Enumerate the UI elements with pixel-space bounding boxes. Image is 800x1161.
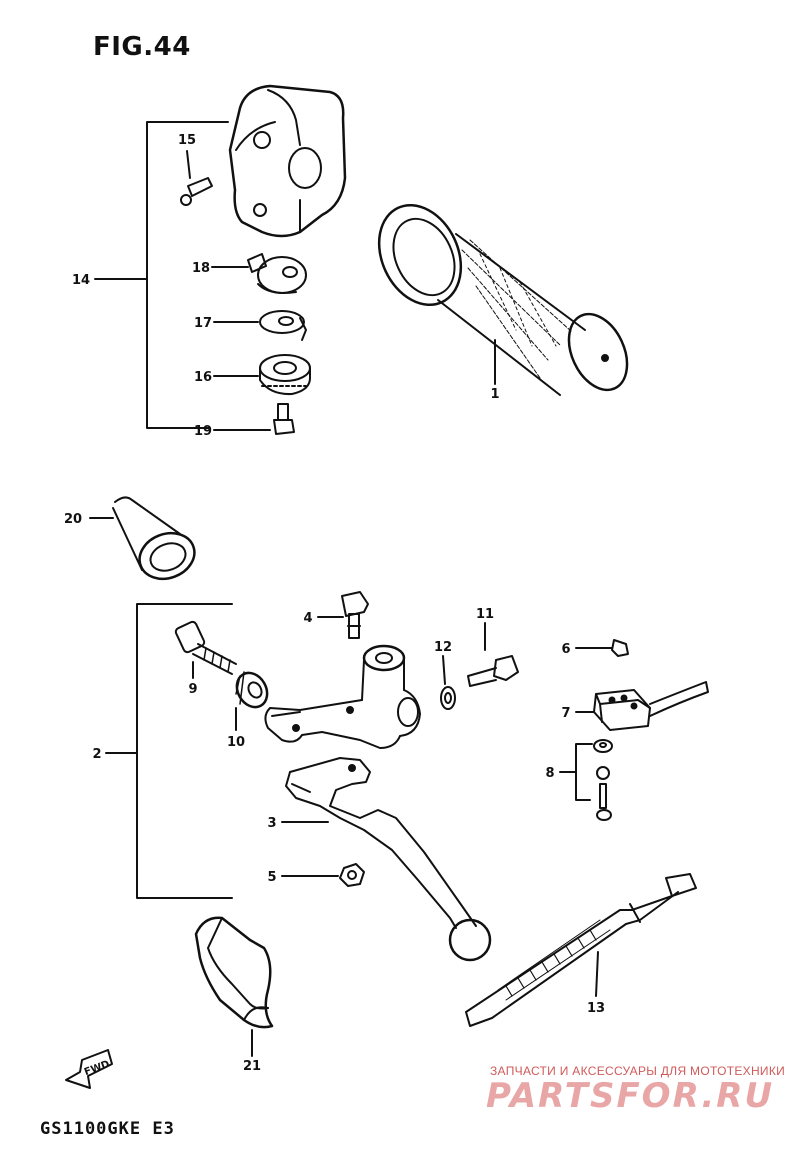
figure-title: FIG.44 — [93, 32, 191, 62]
part-4-bolt — [317, 591, 369, 639]
part-6-screw — [575, 639, 629, 657]
callout-labels: 1 2 3 4 5 6 7 8 9 10 11 12 13 14 15 16 1… — [64, 133, 605, 1074]
part-15-screw — [180, 150, 213, 206]
lever-holder — [264, 644, 421, 749]
part-17-plate — [213, 310, 307, 341]
callout-7: 7 — [561, 706, 570, 721]
part-9-adjuster — [174, 620, 237, 679]
bracket-14 — [94, 121, 229, 429]
callout-3: 3 — [267, 816, 276, 831]
part-18-cam — [211, 253, 307, 294]
callout-21: 21 — [243, 1059, 261, 1074]
callout-5: 5 — [267, 870, 276, 885]
part-1-grip — [377, 203, 629, 396]
callout-6: 6 — [561, 642, 570, 657]
model-code: GS1100GKE E3 — [40, 1119, 175, 1139]
callout-17: 17 — [194, 316, 212, 331]
part-8-set — [559, 739, 613, 821]
part-10-nut — [235, 671, 269, 731]
bracket-2 — [105, 603, 233, 899]
callout-18: 18 — [192, 261, 210, 276]
callout-2: 2 — [92, 747, 101, 762]
callout-10: 10 — [227, 735, 245, 750]
callout-12: 12 — [434, 640, 452, 655]
part-11-bolt — [467, 622, 519, 687]
callout-16: 16 — [194, 370, 212, 385]
callout-9: 9 — [188, 682, 197, 697]
callout-13: 13 — [587, 1001, 605, 1016]
part-20-boot — [89, 496, 196, 581]
watermark-caption: ЗАПЧАСТИ И АКСЕССУАРЫ ДЛЯ МОТОТЕХНИКИ — [490, 1064, 786, 1078]
callout-4: 4 — [303, 611, 312, 626]
part-21-cover — [194, 916, 274, 1057]
watermark-logo: PARTSFOR.RU — [486, 1076, 775, 1116]
part-12-washer — [440, 655, 456, 710]
part-16-ring — [213, 354, 311, 396]
callout-1: 1 — [490, 387, 499, 402]
part-13-cable-tie — [465, 873, 697, 1027]
forward-arrow — [65, 1049, 113, 1089]
part-19-screw — [164, 403, 295, 435]
part-7-switch — [575, 681, 709, 731]
callout-15: 15 — [178, 133, 196, 148]
part-5-nut — [281, 863, 365, 887]
part-3-lever — [281, 757, 492, 962]
callout-8: 8 — [545, 766, 554, 781]
callout-19: 19 — [194, 424, 212, 439]
callout-14: 14 — [72, 273, 90, 288]
callout-11: 11 — [476, 607, 494, 622]
callout-20: 20 — [64, 512, 82, 527]
switch-housing — [228, 84, 347, 238]
